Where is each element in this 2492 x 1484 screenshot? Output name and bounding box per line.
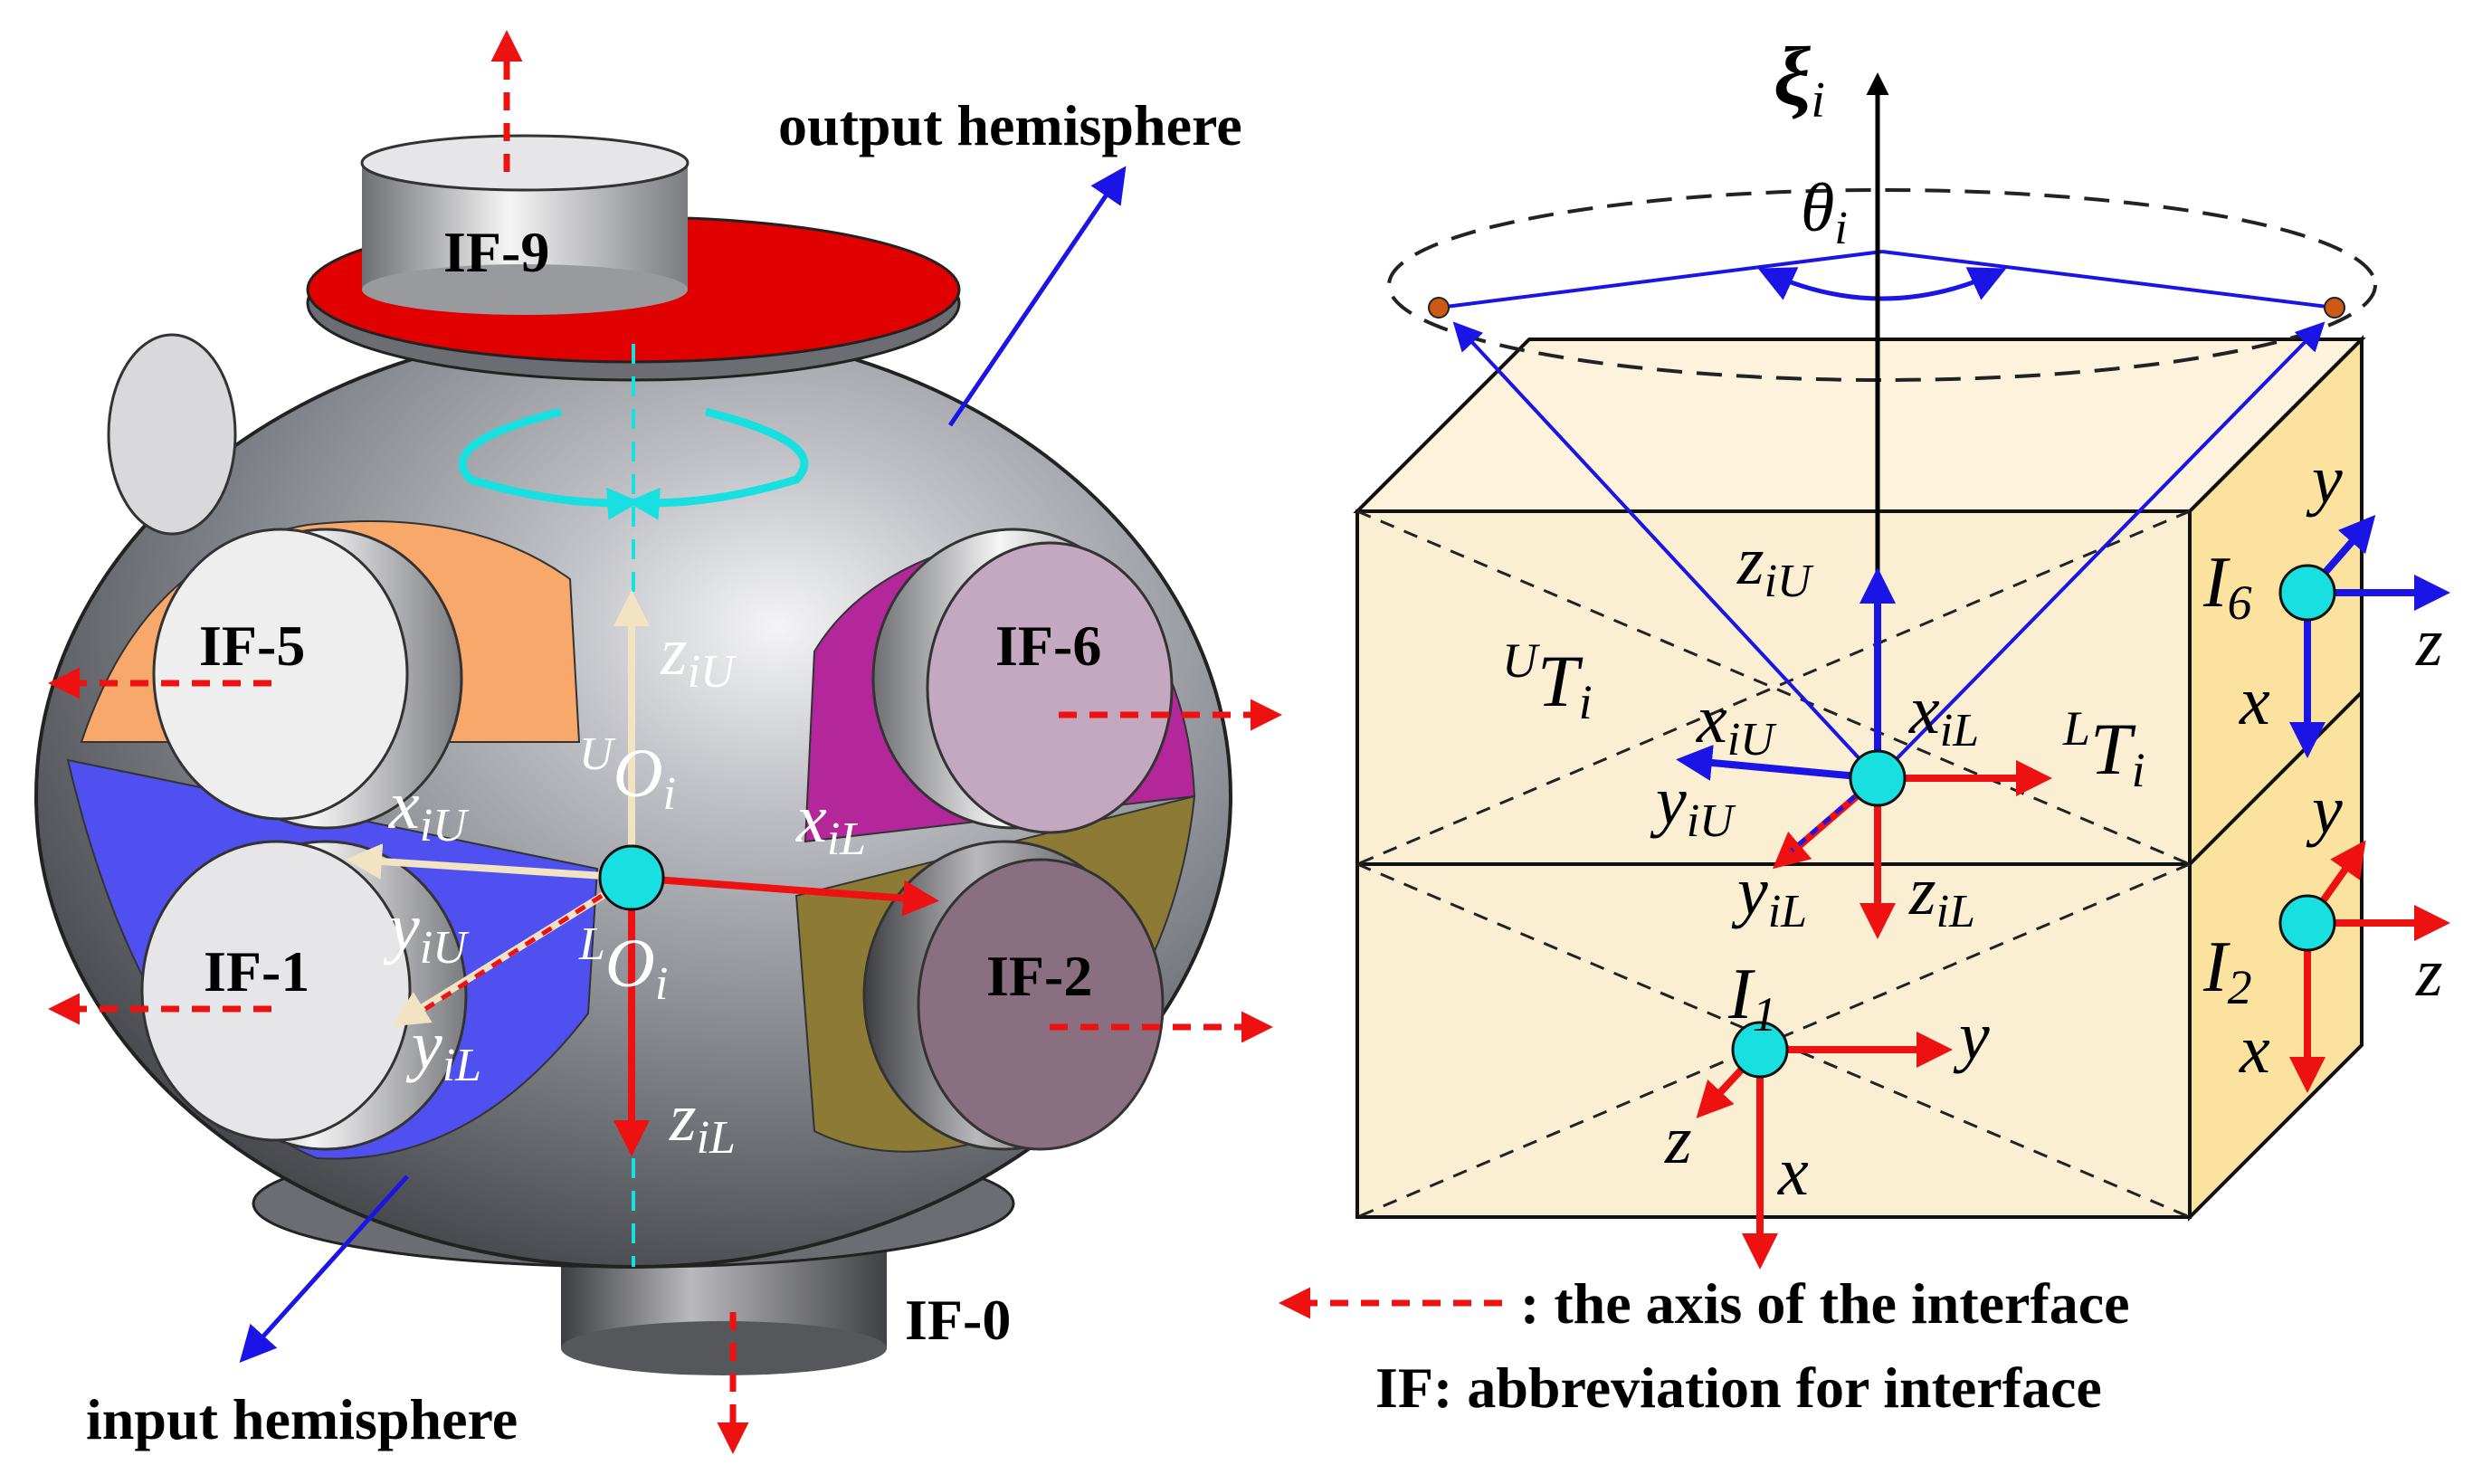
- cone-top-right: [1881, 250, 2335, 309]
- rotation-arrow-right: [626, 407, 809, 520]
- I2-y-label: y: [2306, 772, 2343, 848]
- output-hemisphere-label: output hemisphere: [778, 93, 1242, 157]
- x-iU-axis-left: [346, 843, 633, 881]
- cone-point-left: [1428, 297, 1450, 319]
- x-iL-axis-left: [631, 874, 939, 917]
- if9-label: IF-9: [443, 220, 549, 284]
- cone-top-left: [1438, 250, 1883, 309]
- output-hemisphere-leader: [947, 166, 1127, 427]
- theta-label: θi: [1801, 170, 1848, 254]
- if1-label: IF-1: [204, 939, 309, 1004]
- if2-cylinder: [862, 840, 1165, 1151]
- upper-origin-label-left: UOi: [579, 728, 676, 820]
- y-iU-axis-left: [423, 893, 604, 1012]
- if2-label: IF-2: [986, 944, 1092, 1008]
- sphere-origin-node: [598, 844, 665, 911]
- if1-cylinder: [140, 840, 468, 1151]
- cone-line-right: [1876, 321, 2326, 780]
- if9-cylinder: [360, 134, 690, 315]
- back-cylinder: [107, 333, 237, 536]
- y-iL-label-left: yiL: [405, 1007, 481, 1091]
- legend: : the axis of the interface IF: abbrevia…: [1279, 1271, 2130, 1420]
- input-hemisphere-leader: [239, 1175, 409, 1363]
- rotation-arrow-left: [458, 407, 641, 520]
- I1-z-label: z: [1664, 1102, 1692, 1178]
- upper-T-label: UTi: [1502, 633, 1593, 729]
- if5-cylinder: [152, 528, 463, 830]
- x-iU-axis-right: [1676, 745, 1879, 782]
- I2-label: I2: [2202, 928, 2252, 1014]
- if6-label: IF-6: [995, 614, 1101, 678]
- box-group: ξi θi UTi LTi ziU xiU xiL yiU yiL ziL I1…: [1353, 30, 2450, 1270]
- I1-x-label: x: [1777, 1134, 1809, 1210]
- box-center-node: [1849, 749, 1907, 807]
- x-iL-label-right: xiL: [1908, 672, 1979, 756]
- input-hemisphere-label: input hemisphere: [86, 1387, 518, 1451]
- I6-y-label: y: [2306, 442, 2343, 518]
- box-top-face: [1353, 338, 2366, 513]
- z-iL-label-left: ziL: [669, 1080, 736, 1164]
- I6-x-label: x: [2239, 663, 2270, 739]
- y-iL-label-right: yiL: [1731, 853, 1807, 937]
- I1-y-label: y: [1953, 998, 1990, 1074]
- I2-x-label: x: [2239, 1012, 2270, 1088]
- cone-ellipse: [1387, 188, 2377, 382]
- cone-line-left: [1452, 321, 1879, 780]
- if0-label: IF-0: [905, 1288, 1011, 1352]
- legend-if-text: IF: abbreviation for interface: [1375, 1356, 2102, 1420]
- lower-T-label: LTi: [2062, 701, 2145, 797]
- if6-cylinder: [871, 528, 1174, 834]
- x-iU-label-left: xiU: [388, 767, 470, 851]
- y-iU-label-left: yiU: [383, 889, 470, 974]
- I1-node: [1731, 1021, 1789, 1079]
- x-iL-label-left: xiL: [795, 781, 866, 865]
- z-iU-label-left: ziU: [660, 614, 737, 698]
- xi-label: ξi: [1774, 30, 1825, 128]
- I1-label: I1: [1727, 955, 1777, 1042]
- if5-label: IF-5: [199, 614, 305, 678]
- z-iL-label-right: ziL: [1908, 853, 1975, 937]
- I6-label: I6: [2202, 543, 2252, 630]
- sphere-group: IF-5 IF-1 IF-6 IF-2 IF-9 IF-0 output hem…: [34, 30, 1282, 1454]
- I6-z-label: z: [2415, 604, 2443, 680]
- box-side-mid-line: [2188, 690, 2364, 866]
- I6-node: [2278, 564, 2336, 622]
- z-iU-label-right: ziU: [1736, 523, 1814, 607]
- legend-axis-text: : the axis of the interface: [1520, 1271, 2130, 1336]
- x-iU-label-right: xiU: [1696, 681, 1777, 766]
- y-iU-label-right: yiU: [1650, 763, 1736, 847]
- I2-node: [2278, 894, 2336, 952]
- I2-z-label: z: [2415, 935, 2443, 1011]
- cone-point-right: [2324, 297, 2345, 319]
- y-iU-axis-right: [1790, 794, 1857, 852]
- lower-origin-label-left: LOi: [578, 918, 668, 1010]
- theta-arc: [1757, 267, 2007, 301]
